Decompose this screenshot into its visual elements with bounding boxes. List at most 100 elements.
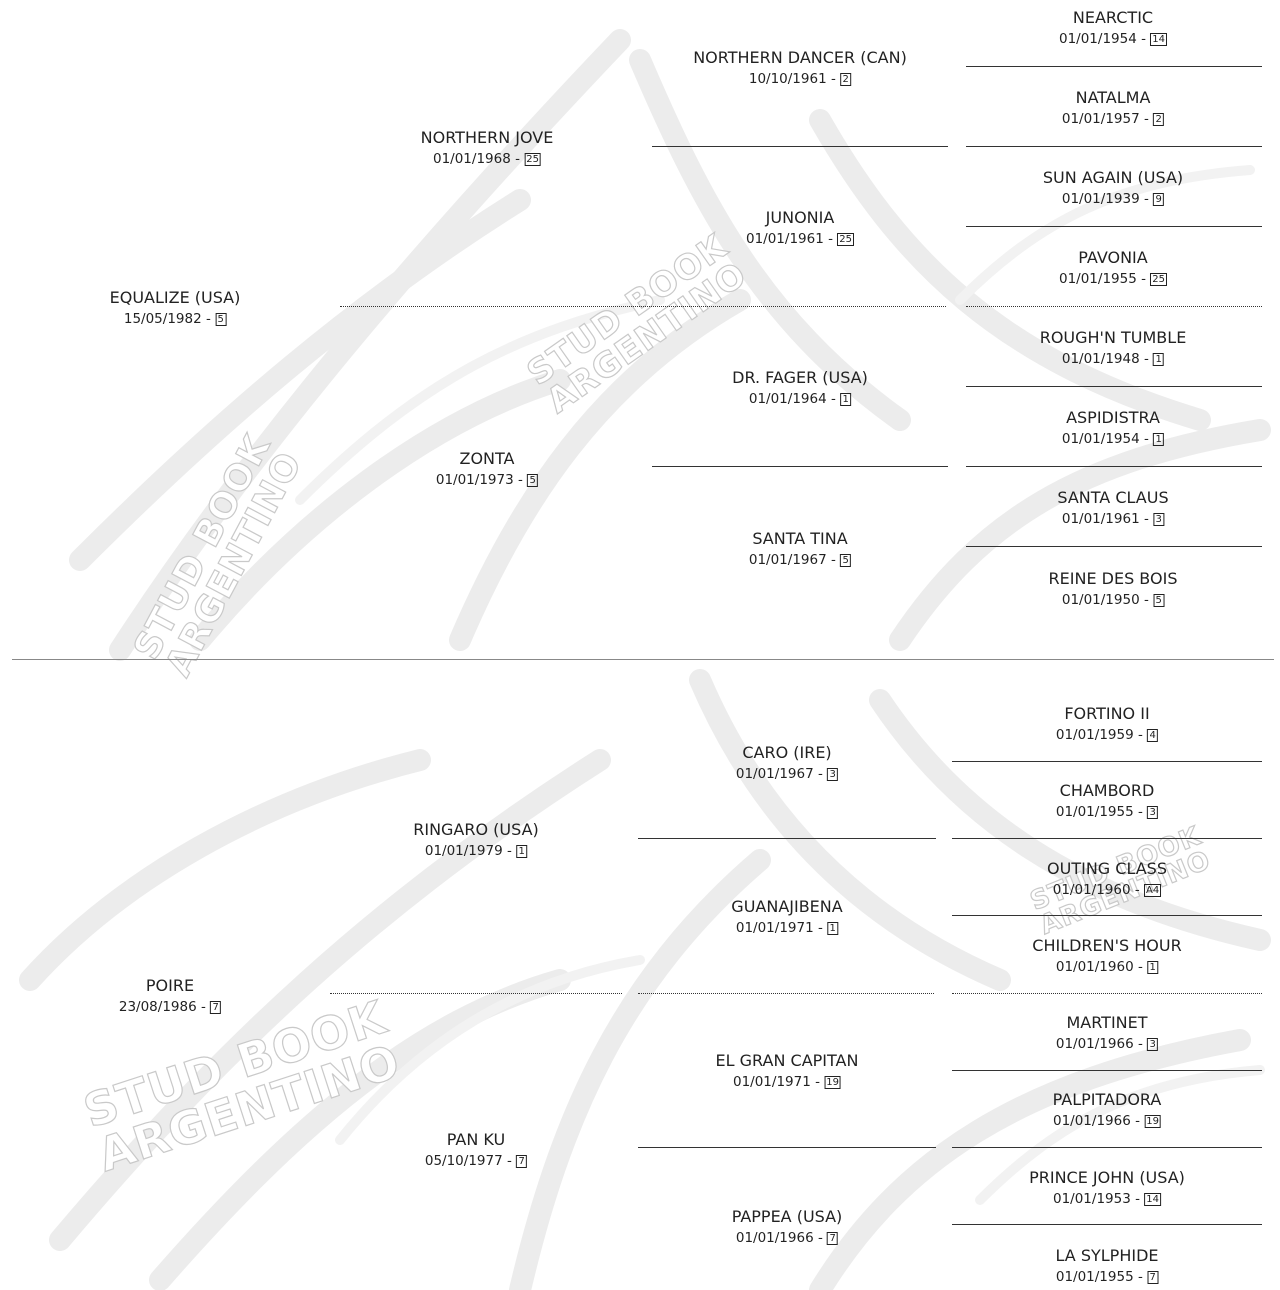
horse-grandsire[interactable]: NORTHERN DANCER (CAN) 10/10/1961 - 2: [693, 47, 907, 89]
horse-date: 01/01/1960: [1052, 882, 1131, 898]
horse-great-grandparent[interactable]: FORTINO II 01/01/1959 - 4: [1055, 703, 1159, 745]
horse-meta: 01/01/1950 - 5: [1049, 590, 1178, 610]
horse-date: 01/01/1953: [1052, 1191, 1131, 1207]
connector-line: [952, 993, 1262, 994]
horse-great-grandparent[interactable]: ROUGH'N TUMBLE 01/01/1948 - 1: [1040, 327, 1187, 369]
family-badge: 25: [837, 233, 855, 246]
horse-great-grandparent[interactable]: PAVONIA 01/01/1955 - 25: [1058, 247, 1168, 289]
horse-meta: 01/01/1973 - 5: [435, 470, 539, 490]
horse-date: 15/05/1982: [123, 311, 202, 327]
horse-meta: 01/01/1955 - 25: [1058, 271, 1168, 287]
horse-meta: 10/10/1961 - 2: [693, 69, 907, 89]
horse-meta: 01/01/1979 - 1: [413, 841, 539, 861]
horse-name: PAPPEA (USA): [731, 1207, 843, 1226]
connector-line: [952, 1147, 1262, 1148]
horse-name: PAN KU: [446, 1130, 506, 1149]
horse-name: JUNONIA: [765, 208, 835, 227]
connector-line: [966, 306, 1262, 307]
horse-sire[interactable]: NORTHERN JOVE 01/01/1968 - 25: [421, 127, 554, 169]
family-badge: 1: [1147, 961, 1159, 974]
horse-date: 01/01/1957: [1061, 111, 1140, 127]
family-badge: 3: [827, 768, 839, 781]
family-badge: 1: [516, 845, 528, 858]
family-badge: 7: [1147, 1271, 1159, 1284]
horse-date: 01/01/1959: [1055, 727, 1134, 743]
horse-name: ASPIDISTRA: [1066, 408, 1160, 427]
horse-grandsire[interactable]: DR. FAGER (USA) 01/01/1964 - 1: [732, 367, 868, 409]
horse-date: 01/01/1971: [735, 920, 814, 936]
connector-line: [966, 466, 1262, 467]
horse-great-grandparent[interactable]: MARTINET 01/01/1966 - 3: [1056, 1012, 1159, 1054]
horse-great-grandparent[interactable]: CHAMBORD 01/01/1955 - 3: [1056, 780, 1159, 822]
horse-name: POIRE: [145, 976, 195, 995]
family-badge: 19: [1144, 1115, 1161, 1128]
horse-subject[interactable]: EQUALIZE (USA) 15/05/1982 - 5: [110, 287, 241, 329]
family-badge: 3: [1147, 1038, 1159, 1051]
connector-line: [966, 226, 1262, 227]
horse-great-grandparent[interactable]: PRINCE JOHN (USA) 01/01/1953 - 14: [1029, 1167, 1185, 1209]
horse-great-grandparent[interactable]: LA SYLPHIDE 01/01/1955 - 7: [1056, 1245, 1159, 1287]
horse-meta: 01/01/1961 - 3: [1057, 509, 1168, 529]
connector-line: [966, 546, 1262, 547]
horse-name: MARTINET: [1066, 1013, 1148, 1032]
family-badge: 5: [527, 474, 539, 487]
family-badge: 25: [1150, 273, 1168, 286]
horse-name: LA SYLPHIDE: [1055, 1246, 1159, 1265]
family-badge: 3: [1153, 513, 1165, 526]
horse-great-grandparent[interactable]: PALPITADORA 01/01/1966 - 19: [1053, 1089, 1162, 1131]
horse-dam[interactable]: PAN KU 05/10/1977 - 7: [425, 1129, 528, 1171]
family-badge: 14: [1144, 1193, 1161, 1206]
horse-date: 01/01/1955: [1058, 271, 1137, 287]
horse-date: 01/01/1948: [1061, 351, 1140, 367]
family-badge: 14: [1150, 33, 1168, 46]
horse-date: 01/01/1973: [435, 472, 514, 488]
horse-great-grandparent[interactable]: SANTA CLAUS 01/01/1961 - 3: [1057, 487, 1168, 529]
horse-grandsire[interactable]: CARO (IRE) 01/01/1967 - 3: [736, 742, 839, 784]
horse-meta: 15/05/1982 - 5: [110, 309, 241, 329]
horse-date: 01/01/1961: [745, 231, 824, 247]
horse-meta: 01/01/1966 - 3: [1056, 1034, 1159, 1054]
horse-name: CARO (IRE): [742, 743, 832, 762]
connector-line: [952, 761, 1262, 762]
horse-granddam[interactable]: JUNONIA 01/01/1961 - 25: [745, 207, 855, 249]
family-badge: 7: [210, 1001, 222, 1014]
horse-meta: 01/01/1966 - 7: [732, 1228, 843, 1248]
horse-name: FORTINO II: [1064, 704, 1150, 723]
family-badge: 5: [1153, 594, 1165, 607]
horse-great-grandparent[interactable]: OUTING CLASS 01/01/1960 - A4: [1047, 858, 1167, 900]
horse-meta: 01/01/1966 - 19: [1052, 1113, 1161, 1129]
horse-granddam[interactable]: SANTA TINA 01/01/1967 - 5: [749, 528, 852, 570]
connector-line: [952, 1224, 1262, 1225]
horse-meta: 01/01/1971 - 1: [731, 918, 842, 938]
family-badge: 3: [1147, 806, 1159, 819]
horse-name: OUTING CLASS: [1047, 859, 1167, 878]
connector-line: [966, 66, 1262, 67]
horse-great-grandparent[interactable]: SUN AGAIN (USA) 01/01/1939 - 9: [1043, 167, 1183, 209]
horse-date: 01/01/1966: [735, 1230, 814, 1246]
pedigree-separator: [12, 659, 1274, 660]
horse-name: PALPITADORA: [1052, 1090, 1162, 1109]
horse-name: NORTHERN JOVE: [420, 128, 554, 147]
horse-grandsire[interactable]: EL GRAN CAPITAN 01/01/1971 - 19: [716, 1050, 859, 1092]
connector-line: [638, 1147, 936, 1148]
connector-line: [952, 838, 1262, 839]
horse-subject[interactable]: POIRE 23/08/1986 - 7: [119, 975, 222, 1017]
horse-granddam[interactable]: PAPPEA (USA) 01/01/1966 - 7: [732, 1206, 843, 1248]
horse-sire[interactable]: RINGARO (USA) 01/01/1979 - 1: [413, 819, 539, 861]
horse-meta: 01/01/1955 - 3: [1056, 802, 1159, 822]
horse-great-grandparent[interactable]: REINE DES BOIS 01/01/1950 - 5: [1049, 568, 1178, 610]
horse-date: 01/01/1955: [1055, 1269, 1134, 1285]
horse-name: REINE DES BOIS: [1048, 569, 1178, 588]
horse-great-grandparent[interactable]: CHILDREN'S HOUR 01/01/1960 - 1: [1032, 935, 1181, 977]
horse-granddam[interactable]: GUANAJIBENA 01/01/1971 - 1: [731, 896, 842, 938]
family-badge: 1: [840, 393, 852, 406]
horse-great-grandparent[interactable]: ASPIDISTRA 01/01/1954 - 1: [1062, 407, 1165, 449]
family-badge: 4: [1147, 729, 1159, 742]
horse-great-grandparent[interactable]: NEARCTIC 01/01/1954 - 14: [1058, 7, 1168, 49]
horse-great-grandparent[interactable]: NATALMA 01/01/1957 - 2: [1061, 87, 1165, 129]
horse-date: 01/01/1954: [1058, 31, 1137, 47]
horse-meta: 01/01/1955 - 7: [1056, 1267, 1159, 1287]
horse-date: 01/01/1961: [1061, 511, 1140, 527]
horse-dam[interactable]: ZONTA 01/01/1973 - 5: [435, 448, 539, 490]
